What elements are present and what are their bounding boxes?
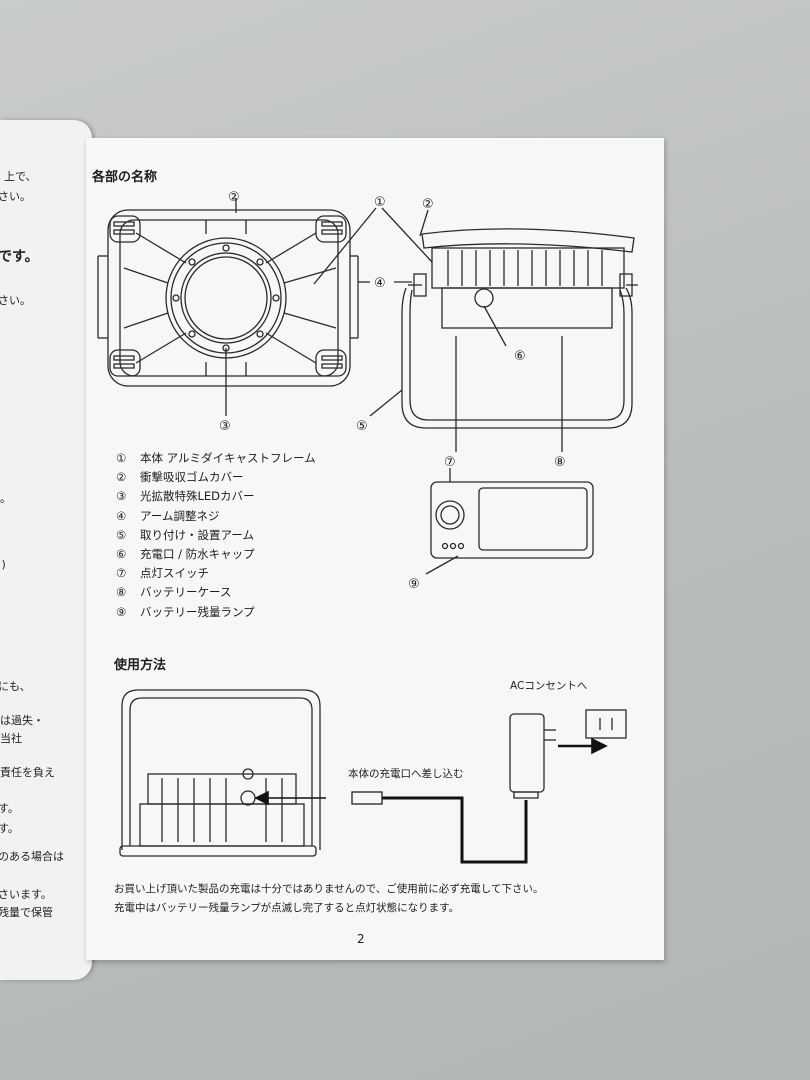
left-page-text: さい。: [0, 190, 31, 203]
callout-leaders: [225, 198, 563, 575]
battery-panel-drawing: [430, 481, 594, 559]
left-page-text: 。): [0, 558, 6, 571]
back-view-drawing: [401, 228, 638, 429]
callout-9: ⑨: [408, 577, 420, 592]
charging-cable: [382, 796, 528, 864]
light-side-drawing: [119, 689, 321, 857]
left-page: 上で、 さい。 です。 さい。 。 。) にも、 は過失・ 当社 責任を負え す…: [0, 120, 92, 980]
page-number: 2: [357, 932, 365, 946]
arrows: [254, 737, 608, 806]
callout-7: ⑦: [444, 455, 456, 470]
left-page-text: 。: [0, 492, 11, 505]
charging-port-label: 本体の充電口へ差し込む: [348, 768, 464, 780]
callout-2-front: ②: [228, 190, 240, 205]
left-page-text: にも、: [0, 680, 31, 693]
left-page-text: 責任を負え: [0, 766, 55, 779]
callout-6: ⑥: [514, 349, 526, 364]
ac-outlet-label: ACコンセントへ: [510, 680, 588, 692]
left-page-text: さいます。: [0, 888, 52, 901]
left-page-text: です。: [0, 249, 39, 265]
manual-page: 各部の名称: [86, 138, 664, 960]
callout-5: ⑤: [356, 419, 368, 434]
front-view-drawing: [97, 209, 359, 387]
left-page-text: す。: [0, 822, 19, 835]
left-page-text: 当社: [0, 732, 22, 745]
product-diagrams: ① ② ② ③ ④ ⑤ ⑥ ⑦ ⑧ ⑨: [97, 190, 638, 864]
left-page-text: 残量で保管: [0, 906, 53, 919]
callout-2-back: ②: [422, 197, 434, 212]
callout-3: ③: [219, 419, 231, 434]
left-page-text: のある場合は: [0, 850, 64, 863]
charging-note: お買い上げ頂いた製品の充電は十分ではありませんので、ご使用前に必ず充電して下さい…: [114, 883, 544, 895]
left-page-text: 上で、: [4, 170, 37, 183]
left-page-text: は過失・: [0, 714, 44, 727]
left-page-text: す。: [0, 802, 19, 815]
usage-section-title: 使用方法: [114, 658, 167, 673]
parts-section-title: 各部の名称: [92, 170, 158, 185]
adapter-drawing: [509, 709, 627, 799]
callout-8: ⑧: [554, 455, 566, 470]
callout-4: ④: [374, 276, 386, 291]
charging-note: 充電中はバッテリー残量ランプが点滅し完了すると点灯状態になります。: [114, 902, 460, 914]
left-page-text: さい。: [0, 294, 31, 307]
callout-1: ①: [374, 195, 386, 210]
callout-numbers: ① ② ② ③ ④ ⑤ ⑥ ⑦ ⑧ ⑨: [219, 190, 566, 592]
